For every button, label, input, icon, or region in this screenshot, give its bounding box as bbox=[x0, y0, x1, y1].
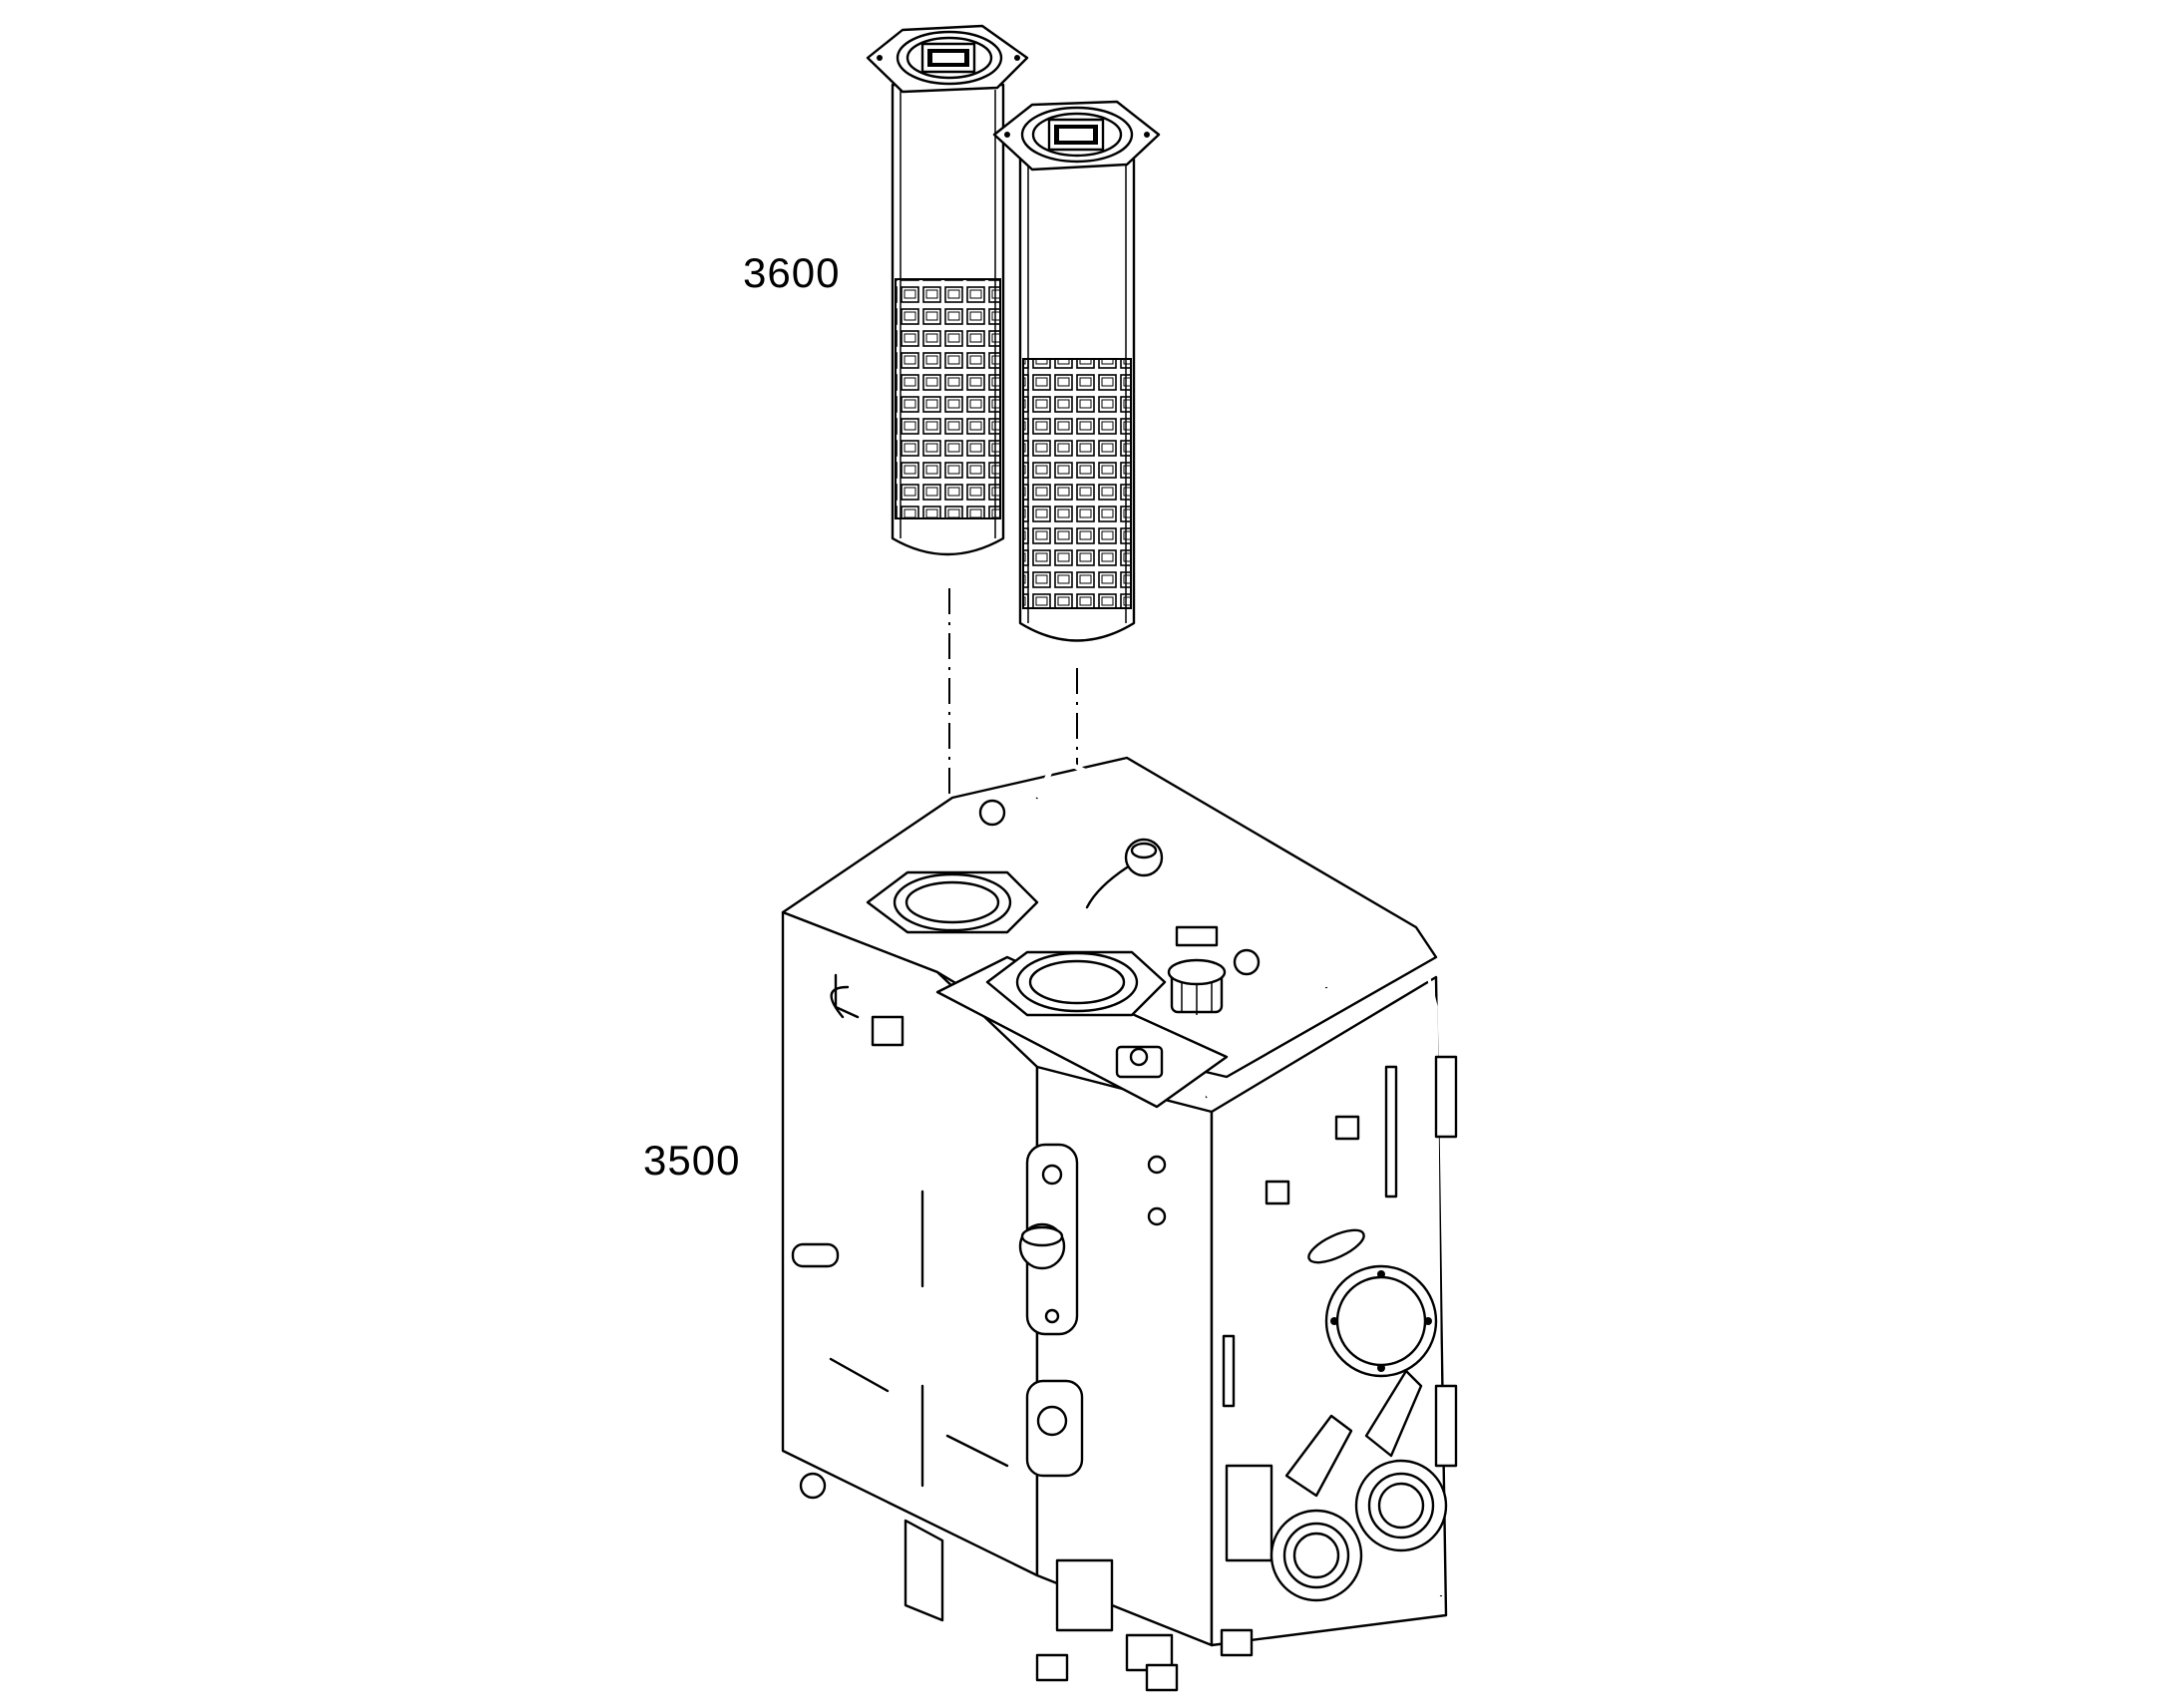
breather-cap bbox=[1167, 958, 1227, 1015]
callout-3500: 3500 bbox=[643, 1137, 741, 1184]
filter-element-left bbox=[866, 24, 1029, 556]
callout-3600: 3600 bbox=[743, 249, 841, 296]
filter-element-right bbox=[992, 100, 1161, 642]
return-ports bbox=[1270, 1369, 1448, 1602]
tank-assembly bbox=[781, 754, 1458, 1692]
